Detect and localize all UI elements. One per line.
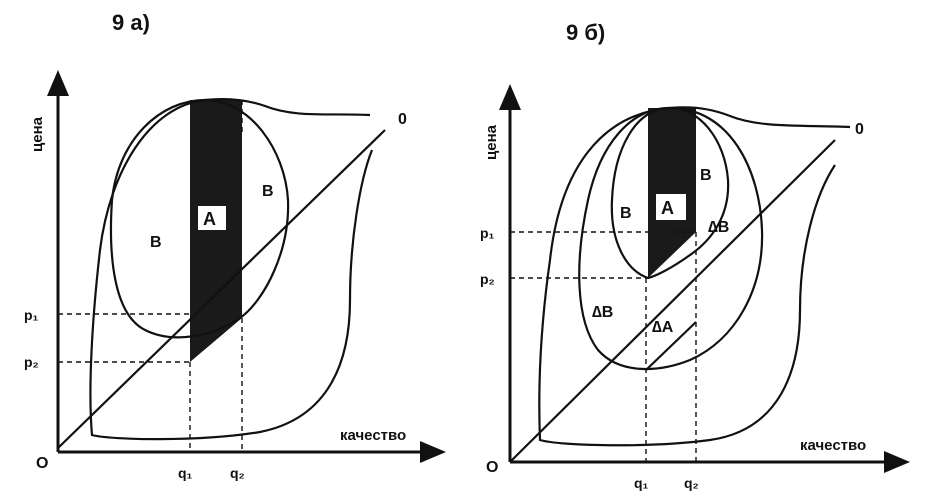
panel-b-region-b-left: В	[620, 205, 632, 222]
panel-b: 9 б) А цена качество О 0 p₁ p₂ q₁ q	[480, 20, 910, 491]
panel-b-region-delta-b-right: ∆В	[708, 219, 729, 236]
panel-b-origin-label: О	[486, 459, 498, 476]
panel-b-curve-label: 0	[855, 121, 864, 138]
panel-b-y-axis-arrow	[499, 84, 521, 110]
panel-b-q2-label: q₂	[684, 475, 699, 491]
panel-a-curve-label: 0	[398, 111, 407, 128]
panel-a-region-b-right: В	[262, 183, 274, 200]
panel-a-outer-curve	[89, 98, 374, 441]
panel-a-region-a-label-box	[198, 206, 226, 230]
panel-a-p2-label: p₂	[24, 354, 39, 370]
panel-a-region-a-fill	[190, 100, 242, 362]
panel-b-q1-label: q₁	[634, 475, 649, 491]
panel-b-x-axis-label: качество	[800, 437, 866, 454]
panel-a-p1-label: p₁	[24, 307, 39, 323]
panel-b-inner-ellipse	[610, 106, 730, 280]
panel-a-y-axis-label: цена	[29, 116, 46, 152]
panel-a-region-b-left: В	[150, 234, 162, 251]
panel-b-y-axis-label: цена	[483, 124, 500, 160]
panel-b-region-a-label-box	[656, 194, 686, 220]
panel-a-x-axis-arrow	[420, 441, 446, 463]
panel-b-region-b-right: В	[700, 167, 712, 184]
panel-b-title: 9 б)	[566, 20, 605, 45]
panel-a-q2-label: q₂	[230, 465, 245, 481]
panel-b-diagonal-line	[509, 139, 836, 463]
panel-b-middle-ellipse	[578, 106, 764, 371]
panel-b-region-delta-b-left: ∆В	[592, 304, 613, 321]
panel-b-region-a-fill	[648, 108, 696, 278]
panel-b-x-axis-arrow	[884, 451, 910, 473]
panel-b-outer-curve	[538, 106, 851, 447]
panel-b-delta-a-edge	[645, 321, 697, 371]
panel-a-origin-label: О	[36, 455, 48, 472]
panel-a: 9 а) А цена качество О 0 p₁ p₂ q₁ q₂ В В	[24, 10, 446, 481]
panel-a-diagonal-line	[57, 129, 386, 449]
panel-a-q1-label: q₁	[178, 465, 193, 481]
panel-a-x-axis-label: качество	[340, 427, 406, 444]
panel-a-inner-ellipse	[109, 98, 290, 339]
panel-b-p2-label: p₂	[480, 271, 495, 287]
panel-a-y-axis-arrow	[47, 70, 69, 96]
panel-b-p1-label: p₁	[480, 225, 495, 241]
panel-b-region-a-label: А	[661, 198, 674, 218]
panel-a-title: 9 а)	[112, 10, 150, 35]
panel-a-region-a-label: А	[203, 209, 216, 229]
panel-b-region-delta-a: ∆А	[652, 319, 674, 336]
